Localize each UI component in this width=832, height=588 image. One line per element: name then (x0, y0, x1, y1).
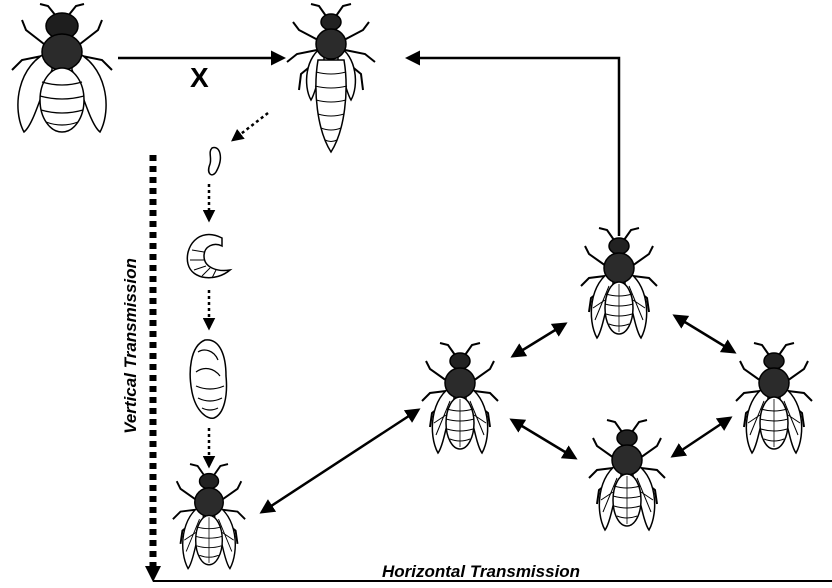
queen-bee-icon (287, 4, 375, 152)
worker-bee-icon (581, 228, 657, 338)
pupa-icon (190, 340, 226, 418)
return-to-queen-arrow (408, 58, 619, 236)
drone-bee-icon (12, 4, 112, 132)
vertical-transmission-label: Vertical Transmission (121, 258, 141, 434)
egg-icon (209, 148, 221, 175)
interaction-arrow (513, 324, 565, 356)
vertical-transmission-arrowhead (145, 566, 161, 582)
laying-arrow (233, 113, 268, 140)
larva-icon (187, 235, 230, 278)
worker-bee-icon (422, 343, 498, 453)
worker-bee-icon (173, 464, 245, 568)
cross-label: X (190, 62, 209, 94)
worker-bee-icon (736, 343, 812, 453)
interaction-arrow (262, 410, 418, 512)
interaction-arrow (675, 316, 734, 352)
interaction-arrow (673, 418, 730, 456)
horizontal-transmission-label: Horizontal Transmission (382, 562, 580, 582)
worker-bee-icon (589, 420, 665, 530)
interaction-arrow (512, 420, 575, 458)
